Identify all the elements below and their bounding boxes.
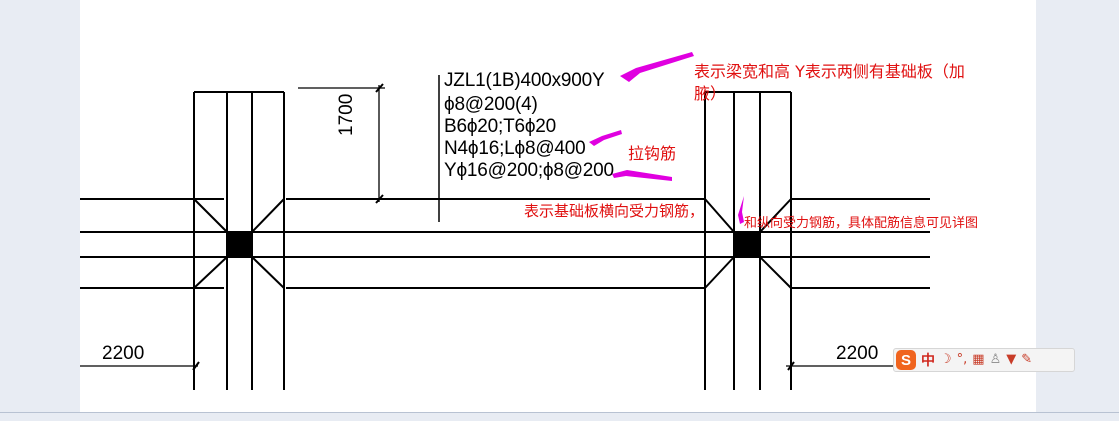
beam-label-line-2: ϕ8@200(4)	[444, 94, 538, 115]
wrench-icon[interactable]: ✎	[1021, 352, 1033, 367]
window-bottom-border	[0, 412, 1119, 413]
beam-label-line-4: N4ϕ16;Lϕ8@400	[444, 138, 586, 159]
beam-label-line-1: JZL1(1B)400x900Y	[444, 70, 605, 91]
haunch-line	[759, 198, 792, 233]
annotation-arrow	[738, 196, 744, 224]
annotation-arrow	[589, 130, 622, 146]
shirt-icon[interactable]: ▼	[1006, 352, 1017, 367]
sogou-logo-icon[interactable]: S	[896, 350, 916, 370]
moon-icon[interactable]: ☽	[940, 352, 952, 367]
haunch-line	[193, 198, 228, 233]
haunch-line	[193, 256, 228, 289]
annotation-tie-bar: 拉钩筋	[628, 144, 677, 163]
beam-label-line-3: B6ϕ20;T6ϕ20	[444, 116, 557, 137]
annotation-longitudinal-rebar: 和纵向受力钢筋，具体配筋信息可见详图	[744, 216, 979, 231]
dimension-left: 2200	[102, 343, 145, 364]
annotation-transverse-rebar: 表示基础板横向受力钢筋，	[524, 202, 705, 220]
ime-mode-toggle[interactable]: 中	[921, 353, 935, 369]
annotation-width-height-cont: 腋）	[694, 84, 727, 103]
annotation-width-height: 表示梁宽和高 Y表示两侧有基础板（加	[694, 62, 965, 81]
annotation-arrow	[620, 52, 694, 82]
drawing-page	[80, 0, 1036, 412]
ime-toolbar[interactable]: S 中 ☽ °, ▦ ♙ ▼ ✎	[893, 348, 1075, 372]
dim-tick	[787, 361, 795, 371]
dimension-vertical: 1700	[336, 93, 357, 136]
dim-tick	[375, 194, 384, 204]
dim-tick	[192, 361, 200, 371]
punctuation-icon[interactable]: °,	[956, 352, 968, 367]
column-section	[227, 232, 252, 257]
annotation-arrow	[612, 170, 672, 181]
dimension-right: 2200	[836, 343, 879, 364]
haunch-line	[759, 256, 792, 289]
haunch-line	[704, 256, 735, 289]
haunch-line	[251, 256, 285, 289]
keyboard-icon[interactable]: ▦	[972, 352, 985, 367]
haunch-line	[251, 198, 285, 233]
column-section	[734, 232, 760, 257]
beam-label-line-5: Yϕ16@200;ϕ8@200	[444, 160, 614, 181]
dim-tick	[375, 83, 384, 93]
haunch-line	[704, 198, 735, 233]
user-icon[interactable]: ♙	[989, 352, 1002, 367]
